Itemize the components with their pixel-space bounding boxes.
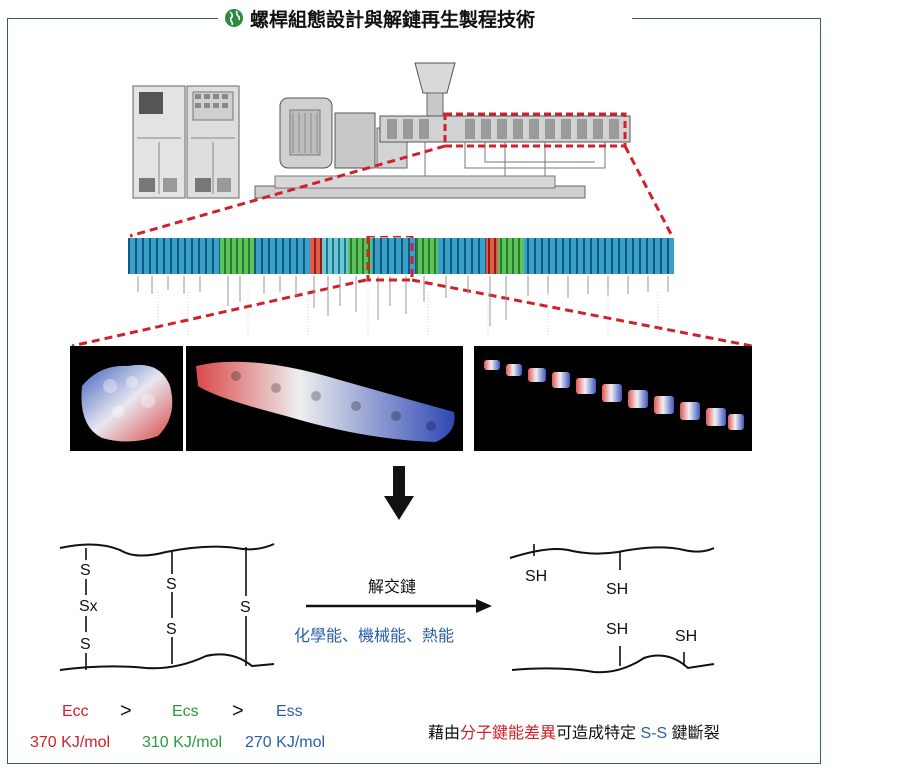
simulation-image-screw-section xyxy=(186,346,463,451)
extruder-machine-illustration xyxy=(132,62,631,199)
energy-ess-label: Ess xyxy=(276,703,303,720)
bond-label-s: S xyxy=(240,599,251,616)
caption-suffix: 鍵斷裂 xyxy=(671,725,720,742)
bond-label-sh: SH xyxy=(525,568,548,585)
bond-label-sh: SH xyxy=(675,628,698,645)
bond-label-s: S xyxy=(166,576,177,593)
caption-bond: S-S xyxy=(640,725,668,742)
reaction-label-energy: 化學能、機械能、熱能 xyxy=(294,628,455,645)
bond-label-sx: Sx xyxy=(79,598,98,615)
title-text: 螺桿組態設計與解鏈再生製程技術 xyxy=(250,8,536,31)
simulation-image-cross-section xyxy=(70,346,183,451)
crosslinked-polymer-diagram xyxy=(59,543,275,671)
reaction-arrow-icon xyxy=(306,599,492,613)
caption-highlight: 分子鍵能差異 xyxy=(460,725,557,742)
reaction-label-decrosslink: 解交鏈 xyxy=(368,579,417,596)
globe-icon xyxy=(225,9,243,27)
caption-prefix: 藉由 xyxy=(428,725,461,742)
energy-ecc-label: Ecc xyxy=(62,703,89,720)
energy-ecs-value: 310 KJ/mol xyxy=(142,734,223,751)
simulation-image-flow-field xyxy=(474,346,752,451)
bond-label-s: S xyxy=(80,636,91,653)
energy-ecc-value: 370 KJ/mol xyxy=(30,734,111,751)
bond-label-s: S xyxy=(80,562,91,579)
bond-label-sh: SH xyxy=(606,581,629,598)
screw-configuration-strip xyxy=(128,236,674,336)
caption: 藉由分子鍵能差異可造成特定 S-S 鍵斷裂 xyxy=(428,719,720,743)
panel-frame-top-right xyxy=(632,18,820,19)
panel-frame xyxy=(7,18,821,764)
greater-than-sign: > xyxy=(120,700,132,722)
caption-middle: 可造成特定 xyxy=(556,725,637,742)
energy-ecs-label: Ecs xyxy=(172,703,199,720)
panel-title: 螺桿組態設計與解鏈再生製程技術 xyxy=(224,4,535,32)
decrosslinked-polymer-diagram xyxy=(509,544,715,674)
greater-than-sign: > xyxy=(232,700,244,722)
panel-frame-top-left xyxy=(7,18,218,19)
energy-ess-value: 270 KJ/mol xyxy=(245,734,326,751)
bond-label-sh: SH xyxy=(606,621,629,638)
down-arrow-icon xyxy=(384,466,414,520)
bond-label-s: S xyxy=(166,621,177,638)
